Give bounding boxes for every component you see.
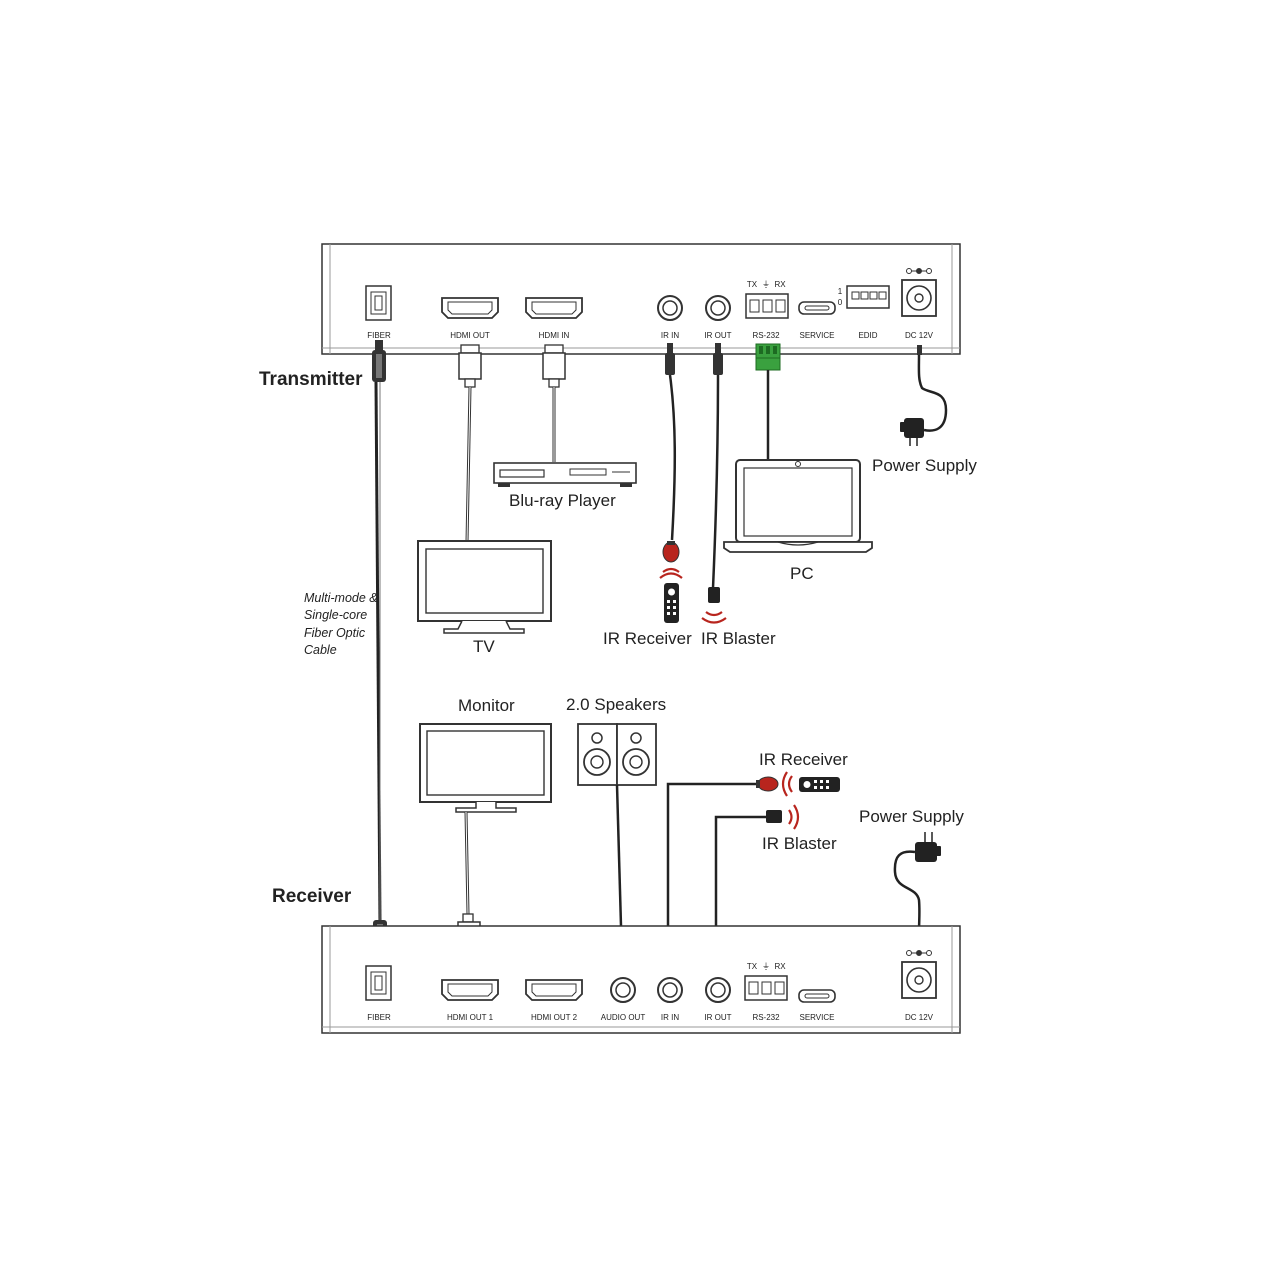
rx-rs232-label: RS-232 — [752, 1013, 780, 1022]
pc-laptop-icon — [723, 459, 873, 553]
tx-rs232-label: RS-232 — [752, 331, 780, 340]
rx-rs232-gnd-pin: ⏚ — [762, 962, 770, 971]
rx-hdmi-out-1-label: HDMI OUT 1 — [447, 1013, 494, 1022]
tx-rs232-rx-pin: RX — [774, 280, 786, 289]
tx-ir-out-label: IR OUT — [704, 331, 731, 340]
tx-hdmi-out-label: HDMI OUT — [450, 331, 490, 340]
monitor-icon — [419, 723, 552, 813]
tx-service-port — [798, 301, 836, 315]
rx-ir-in-label: IR IN — [661, 1013, 679, 1022]
rx-rs232-port — [744, 975, 788, 1001]
tx-ir-in-label: IR IN — [661, 331, 679, 340]
rx-rs232-rx-pin: RX — [774, 962, 786, 971]
tx-fiber-port — [365, 285, 392, 321]
tx-rs232-plug — [755, 343, 781, 460]
rx-ir-receiver-label: IR Receiver — [759, 750, 848, 769]
rx-audio-out-port — [610, 977, 636, 1003]
fiber-optic-cable — [372, 340, 387, 960]
tx-hdmi-in-port — [525, 297, 583, 319]
tx-dc-port — [901, 268, 937, 317]
rx-audio-out-label: AUDIO OUT — [601, 1013, 646, 1022]
tx-ir-in-port — [657, 295, 683, 321]
rx-hdmi-out-2-port — [525, 979, 583, 1001]
speakers-label: 2.0 Speakers — [566, 695, 666, 714]
rx-ir-in-port — [657, 977, 683, 1003]
cable-label-line-4: Cable — [304, 643, 337, 657]
transmitter-unit: FIBER HDMI OUT HDMI IN IR IN IR OUT RS-2… — [321, 243, 961, 355]
tx-rs232-port — [745, 293, 789, 319]
tx-power-supply-icon — [900, 345, 948, 446]
rx-hdmi-out-1-port — [441, 979, 499, 1001]
rx-dc-label: DC 12V — [905, 1013, 934, 1022]
tv-label: TV — [473, 637, 495, 656]
rx-ir-blaster-icon — [766, 804, 800, 830]
monitor-label: Monitor — [458, 696, 515, 715]
tx-ir-receiver-icon — [659, 541, 683, 623]
rx-ir-out-port — [705, 977, 731, 1003]
receiver-unit: FIBER HDMI OUT 1 HDMI OUT 2 AUDIO OUT IR… — [321, 925, 961, 1034]
tx-hdmi-out-cable — [458, 344, 482, 543]
tx-edid-label: EDID — [858, 331, 877, 340]
rx-power-supply-icon — [893, 832, 941, 944]
rx-service-label: SERVICE — [800, 1013, 835, 1022]
tx-edid-switch — [846, 285, 890, 309]
transmitter-title: Transmitter — [259, 369, 363, 390]
rx-ir-blaster-label: IR Blaster — [762, 834, 837, 853]
rx-ir-receiver-icon — [756, 771, 840, 797]
tx-edid-on-label: 1 — [838, 287, 843, 296]
tx-hdmi-in-label: HDMI IN — [539, 331, 570, 340]
tx-ir-out-cable — [711, 343, 723, 589]
bluray-player-icon — [493, 462, 637, 487]
rx-ir-out-label: IR OUT — [704, 1013, 731, 1022]
speakers-icon — [577, 723, 657, 786]
tx-ir-blaster-label: IR Blaster — [701, 629, 776, 648]
tx-hdmi-out-port — [441, 297, 499, 319]
tx-dc-label: DC 12V — [905, 331, 934, 340]
tx-ir-in-cable — [665, 343, 677, 541]
tx-fiber-label: FIBER — [367, 331, 391, 340]
bluray-label: Blu-ray Player — [509, 491, 616, 510]
cable-label-line-2: Single-core — [304, 608, 367, 622]
rx-rs232-tx-pin: TX — [747, 962, 758, 971]
rx-fiber-label: FIBER — [367, 1013, 391, 1022]
fiber-cable-label: Multi-mode & Single-core Fiber Optic Cab… — [304, 591, 378, 657]
tx-ir-out-port — [705, 295, 731, 321]
tx-power-supply-label: Power Supply — [872, 456, 977, 475]
rx-service-port — [798, 989, 836, 1003]
tv-icon — [417, 540, 552, 634]
rx-dc-port — [901, 950, 937, 999]
cable-label-line-1: Multi-mode & — [304, 591, 378, 605]
tx-rs232-gnd-pin: ⏚ — [762, 280, 770, 289]
rx-hdmi-out-2-label: HDMI OUT 2 — [531, 1013, 578, 1022]
pc-label: PC — [790, 564, 814, 583]
rx-power-supply-label: Power Supply — [859, 807, 964, 826]
tx-service-label: SERVICE — [800, 331, 835, 340]
tx-ir-receiver-label: IR Receiver — [603, 629, 692, 648]
tx-rs232-tx-pin: TX — [747, 280, 758, 289]
cable-label-line-3: Fiber Optic — [304, 626, 366, 640]
tx-ir-blaster-icon — [701, 587, 727, 624]
receiver-title: Receiver — [272, 886, 352, 907]
rx-fiber-port — [365, 965, 392, 1001]
tx-edid-off-label: 0 — [838, 298, 843, 307]
tx-hdmi-in-cable — [542, 344, 566, 462]
